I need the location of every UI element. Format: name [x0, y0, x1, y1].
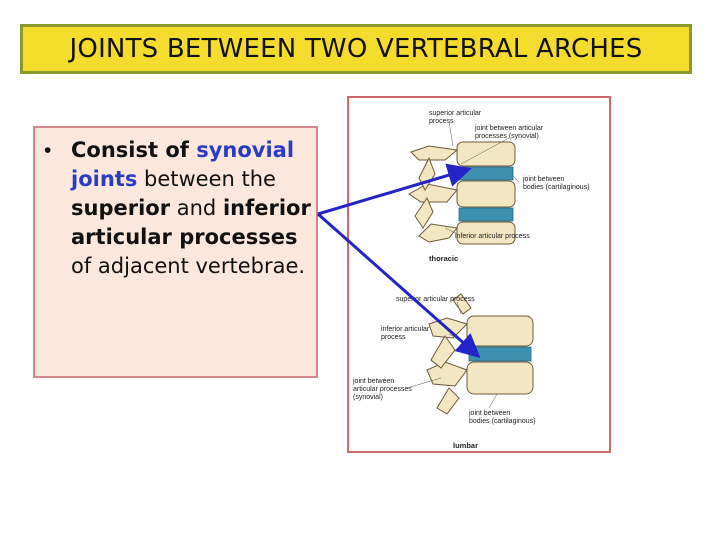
label-superior-articular-process-lumbar: superior articular process — [396, 296, 475, 303]
bullet-text: Consist of synovial joints between the s… — [71, 136, 311, 281]
thoracic-disc-lower — [458, 207, 514, 222]
thoracic-disc-upper — [458, 166, 514, 181]
bullet-dot: • — [44, 139, 52, 162]
bullet-superior: superior — [71, 196, 171, 220]
slide-title: JOINTS BETWEEN TWO VERTEBRAL ARCHES — [69, 34, 643, 64]
title-banner: JOINTS BETWEEN TWO VERTEBRAL ARCHES — [20, 24, 692, 74]
label-thoracic: thoracic — [429, 254, 459, 263]
bullet-t1: Consist of — [71, 138, 197, 162]
label-inferior-articular-process-thoracic: inferior articular process — [455, 233, 530, 240]
label-lumbar: lumbar — [453, 441, 479, 450]
thoracic-vertebrae-drawing — [408, 141, 516, 245]
bullet-t5: and — [170, 196, 223, 220]
bullet-t3: between the — [137, 167, 276, 191]
bullet-box: • Consist of synovial joints between the… — [33, 126, 318, 378]
bullet-synovial-joints: synovial joints — [71, 138, 295, 191]
lumbar-disc — [468, 346, 532, 362]
bullet-inferior-articular-processes: inferior articular processes — [71, 196, 311, 249]
bullet-t7: of adjacent vertebrae. — [71, 254, 306, 278]
